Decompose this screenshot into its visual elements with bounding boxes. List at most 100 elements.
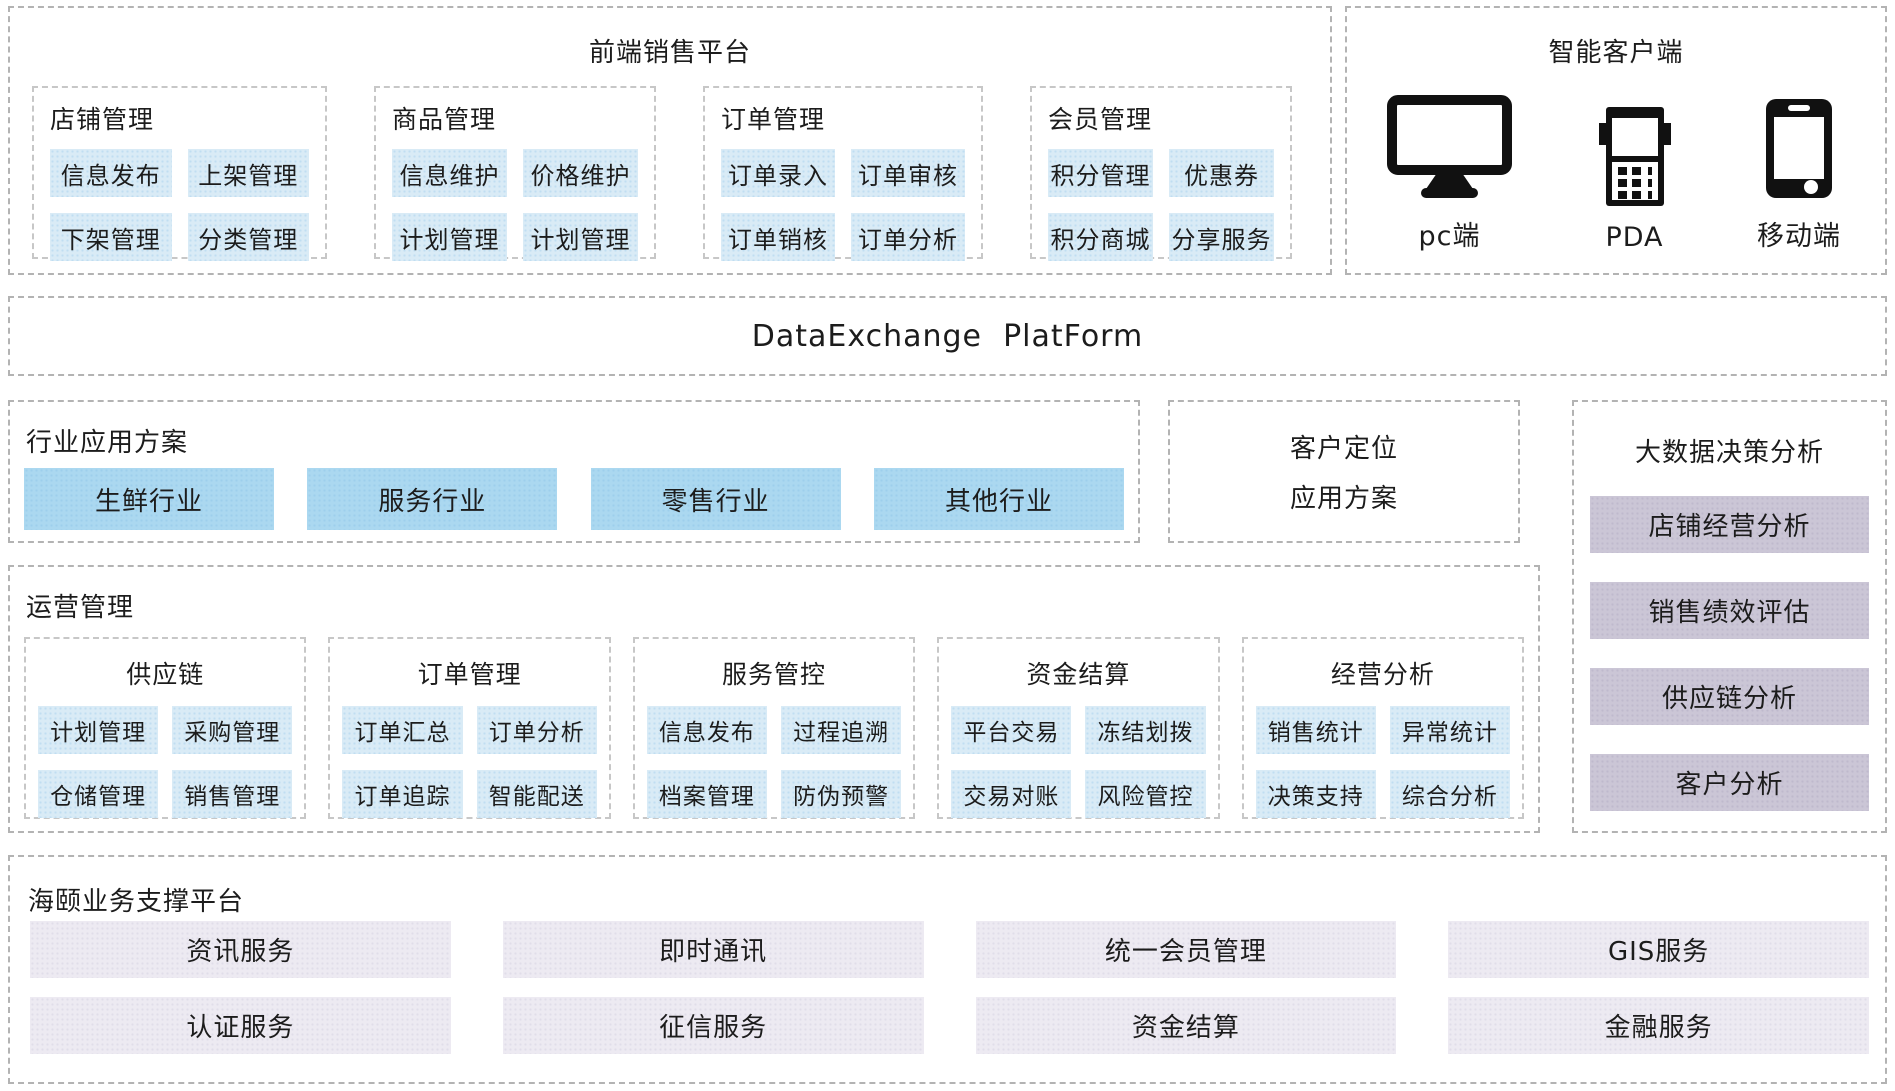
bigdata-analysis-panel: 大数据决策分析 店铺经营分析 销售绩效评估 供应链分析 客户分析 xyxy=(1572,400,1887,833)
module-chip: 过程追溯 xyxy=(781,706,902,754)
module-chip: 平台交易 xyxy=(951,706,1072,754)
module-chip: 仓储管理 xyxy=(38,770,159,818)
industry-chip: 服务行业 xyxy=(307,468,558,530)
chip-grid: 信息发布 上架管理 下架管理 分类管理 xyxy=(50,149,309,261)
module-chip: 分享服务 xyxy=(1169,213,1274,261)
support-service: 资金结算 xyxy=(975,997,1397,1054)
order-management-group: 订单管理 订单汇总 订单分析 订单追踪 智能配送 xyxy=(328,637,611,819)
chip-grid: 信息维护 价格维护 计划管理 计划管理 xyxy=(392,149,638,261)
module-chip: 决策支持 xyxy=(1255,770,1376,818)
customer-positioning-panel: 客户定位 应用方案 xyxy=(1168,400,1520,543)
group-title: 订单管理 xyxy=(417,660,522,689)
group-title: 店铺管理 xyxy=(50,105,155,134)
chip-grid: 订单汇总 订单分析 订单追踪 智能配送 xyxy=(342,706,597,818)
module-chip: 信息维护 xyxy=(392,149,507,197)
module-chip: 积分管理 xyxy=(1048,149,1153,197)
customer-positioning-line1: 客户定位 xyxy=(1289,433,1398,464)
chip-grid: 积分管理 优惠券 积分商城 分享服务 xyxy=(1048,149,1274,261)
device-label: 移动端 xyxy=(1757,221,1841,252)
service-control-group: 服务管控 信息发布 过程追溯 档案管理 防伪预警 xyxy=(632,637,916,819)
module-chip: 采购管理 xyxy=(172,706,293,754)
smartphone-icon xyxy=(1761,97,1837,200)
module-chip: 订单追踪 xyxy=(342,770,463,818)
frontend-platform-title: 前端销售平台 xyxy=(588,38,751,68)
bigdata-items: 店铺经营分析 销售绩效评估 供应链分析 客户分析 xyxy=(1574,469,1885,811)
frontend-groups: 店铺管理 信息发布 上架管理 下架管理 分类管理 商品管理 信息维护 价格维护 … xyxy=(32,86,1292,261)
bigdata-item: 店铺经营分析 xyxy=(1590,496,1869,553)
support-service: 资讯服务 xyxy=(30,921,451,978)
module-chip: 冻结划拨 xyxy=(1085,706,1206,754)
industry-chip: 其他行业 xyxy=(873,468,1124,530)
chip-grid: 平台交易 冻结划拨 交易对账 风险管控 xyxy=(951,706,1206,818)
module-chip: 订单分析 xyxy=(851,213,965,261)
module-chip: 下架管理 xyxy=(50,213,172,261)
mobile-client: 移动端 xyxy=(1757,97,1841,253)
industry-chip: 生鲜行业 xyxy=(24,468,274,530)
support-service: 征信服务 xyxy=(502,997,924,1054)
data-exchange-platform-bar: DataExchange PlatForm xyxy=(8,296,1887,376)
business-analysis-group: 经营分析 销售统计 异常统计 决策支持 综合分析 xyxy=(1241,637,1525,819)
operations-title: 运营管理 xyxy=(26,593,135,623)
group-title: 订单管理 xyxy=(721,105,826,134)
module-chip: 上架管理 xyxy=(187,149,309,197)
member-management-group: 会员管理 积分管理 优惠券 积分商城 分享服务 xyxy=(1030,86,1292,261)
pda-client: PDA xyxy=(1596,105,1674,253)
module-chip: 信息发布 xyxy=(50,149,172,197)
group-title: 会员管理 xyxy=(1048,105,1153,134)
support-service: GIS服务 xyxy=(1448,921,1869,978)
module-chip: 分类管理 xyxy=(187,213,309,261)
industry-chip: 零售行业 xyxy=(590,468,841,530)
monitor-icon xyxy=(1387,95,1512,200)
business-support-platform-panel: 海颐业务支撑平台 资讯服务 即时通讯 统一会员管理 GIS服务 认证服务 征信服… xyxy=(8,855,1887,1084)
module-chip: 计划管理 xyxy=(392,213,507,261)
module-chip: 计划管理 xyxy=(38,706,159,754)
module-chip: 异常统计 xyxy=(1389,706,1511,754)
chip-grid: 计划管理 采购管理 仓储管理 销售管理 xyxy=(38,706,293,818)
bigdata-analysis-title: 大数据决策分析 xyxy=(1634,438,1824,468)
group-title: 供应链 xyxy=(126,660,205,689)
industry-solutions-panel: 行业应用方案 生鲜行业 服务行业 零售行业 其他行业 xyxy=(8,400,1140,543)
support-service: 即时通讯 xyxy=(502,921,924,978)
module-chip: 订单汇总 xyxy=(342,706,463,754)
group-title: 资金结算 xyxy=(1026,660,1131,689)
support-services-grid: 资讯服务 即时通讯 统一会员管理 GIS服务 认证服务 征信服务 资金结算 金融… xyxy=(30,921,1869,1054)
module-chip: 订单审核 xyxy=(851,149,965,197)
group-title: 经营分析 xyxy=(1330,660,1435,689)
data-exchange-title: DataExchange PlatForm xyxy=(751,318,1144,354)
bigdata-item: 销售绩效评估 xyxy=(1590,582,1869,639)
module-chip: 订单分析 xyxy=(476,706,597,754)
module-chip: 信息发布 xyxy=(646,706,768,754)
smart-client-panel: 智能客户端 pc端 xyxy=(1345,6,1887,275)
module-chip: 档案管理 xyxy=(646,770,768,818)
smart-client-title: 智能客户端 xyxy=(1548,38,1684,68)
module-chip: 销售统计 xyxy=(1255,706,1376,754)
module-chip: 综合分析 xyxy=(1389,770,1511,818)
operations-management-panel: 运营管理 供应链 计划管理 采购管理 仓储管理 销售管理 订单管理 订单汇总 订… xyxy=(8,565,1540,833)
support-service: 认证服务 xyxy=(30,997,451,1054)
product-management-group: 商品管理 信息维护 价格维护 计划管理 计划管理 xyxy=(374,86,656,261)
supply-chain-group: 供应链 计划管理 采购管理 仓储管理 销售管理 xyxy=(24,637,307,819)
pda-icon xyxy=(1596,105,1674,208)
industry-solutions-title: 行业应用方案 xyxy=(26,428,189,458)
operations-groups: 供应链 计划管理 采购管理 仓储管理 销售管理 订单管理 订单汇总 订单分析 订… xyxy=(24,637,1525,819)
module-chip: 智能配送 xyxy=(476,770,597,818)
module-chip: 积分商城 xyxy=(1048,213,1153,261)
module-chip: 价格维护 xyxy=(523,149,638,197)
order-management-group: 订单管理 订单录入 订单审核 订单销核 订单分析 xyxy=(703,86,983,261)
bigdata-item: 客户分析 xyxy=(1590,754,1869,811)
store-management-group: 店铺管理 信息发布 上架管理 下架管理 分类管理 xyxy=(32,86,327,261)
client-devices: pc端 xyxy=(1347,69,1885,253)
device-label: PDA xyxy=(1605,222,1664,253)
support-service: 统一会员管理 xyxy=(975,921,1397,978)
module-chip: 交易对账 xyxy=(951,770,1072,818)
module-chip: 订单录入 xyxy=(721,149,835,197)
group-title: 服务管控 xyxy=(722,660,827,689)
module-chip: 销售管理 xyxy=(172,770,293,818)
frontend-sales-platform-panel: 前端销售平台 店铺管理 信息发布 上架管理 下架管理 分类管理 商品管理 信息维… xyxy=(8,6,1332,275)
customer-positioning-line2: 应用方案 xyxy=(1289,484,1398,515)
device-label: pc端 xyxy=(1418,221,1481,252)
chip-grid: 订单录入 订单审核 订单销核 订单分析 xyxy=(721,149,965,261)
module-chip: 防伪预警 xyxy=(781,770,902,818)
module-chip: 计划管理 xyxy=(523,213,638,261)
chip-grid: 信息发布 过程追溯 档案管理 防伪预警 xyxy=(646,706,902,818)
